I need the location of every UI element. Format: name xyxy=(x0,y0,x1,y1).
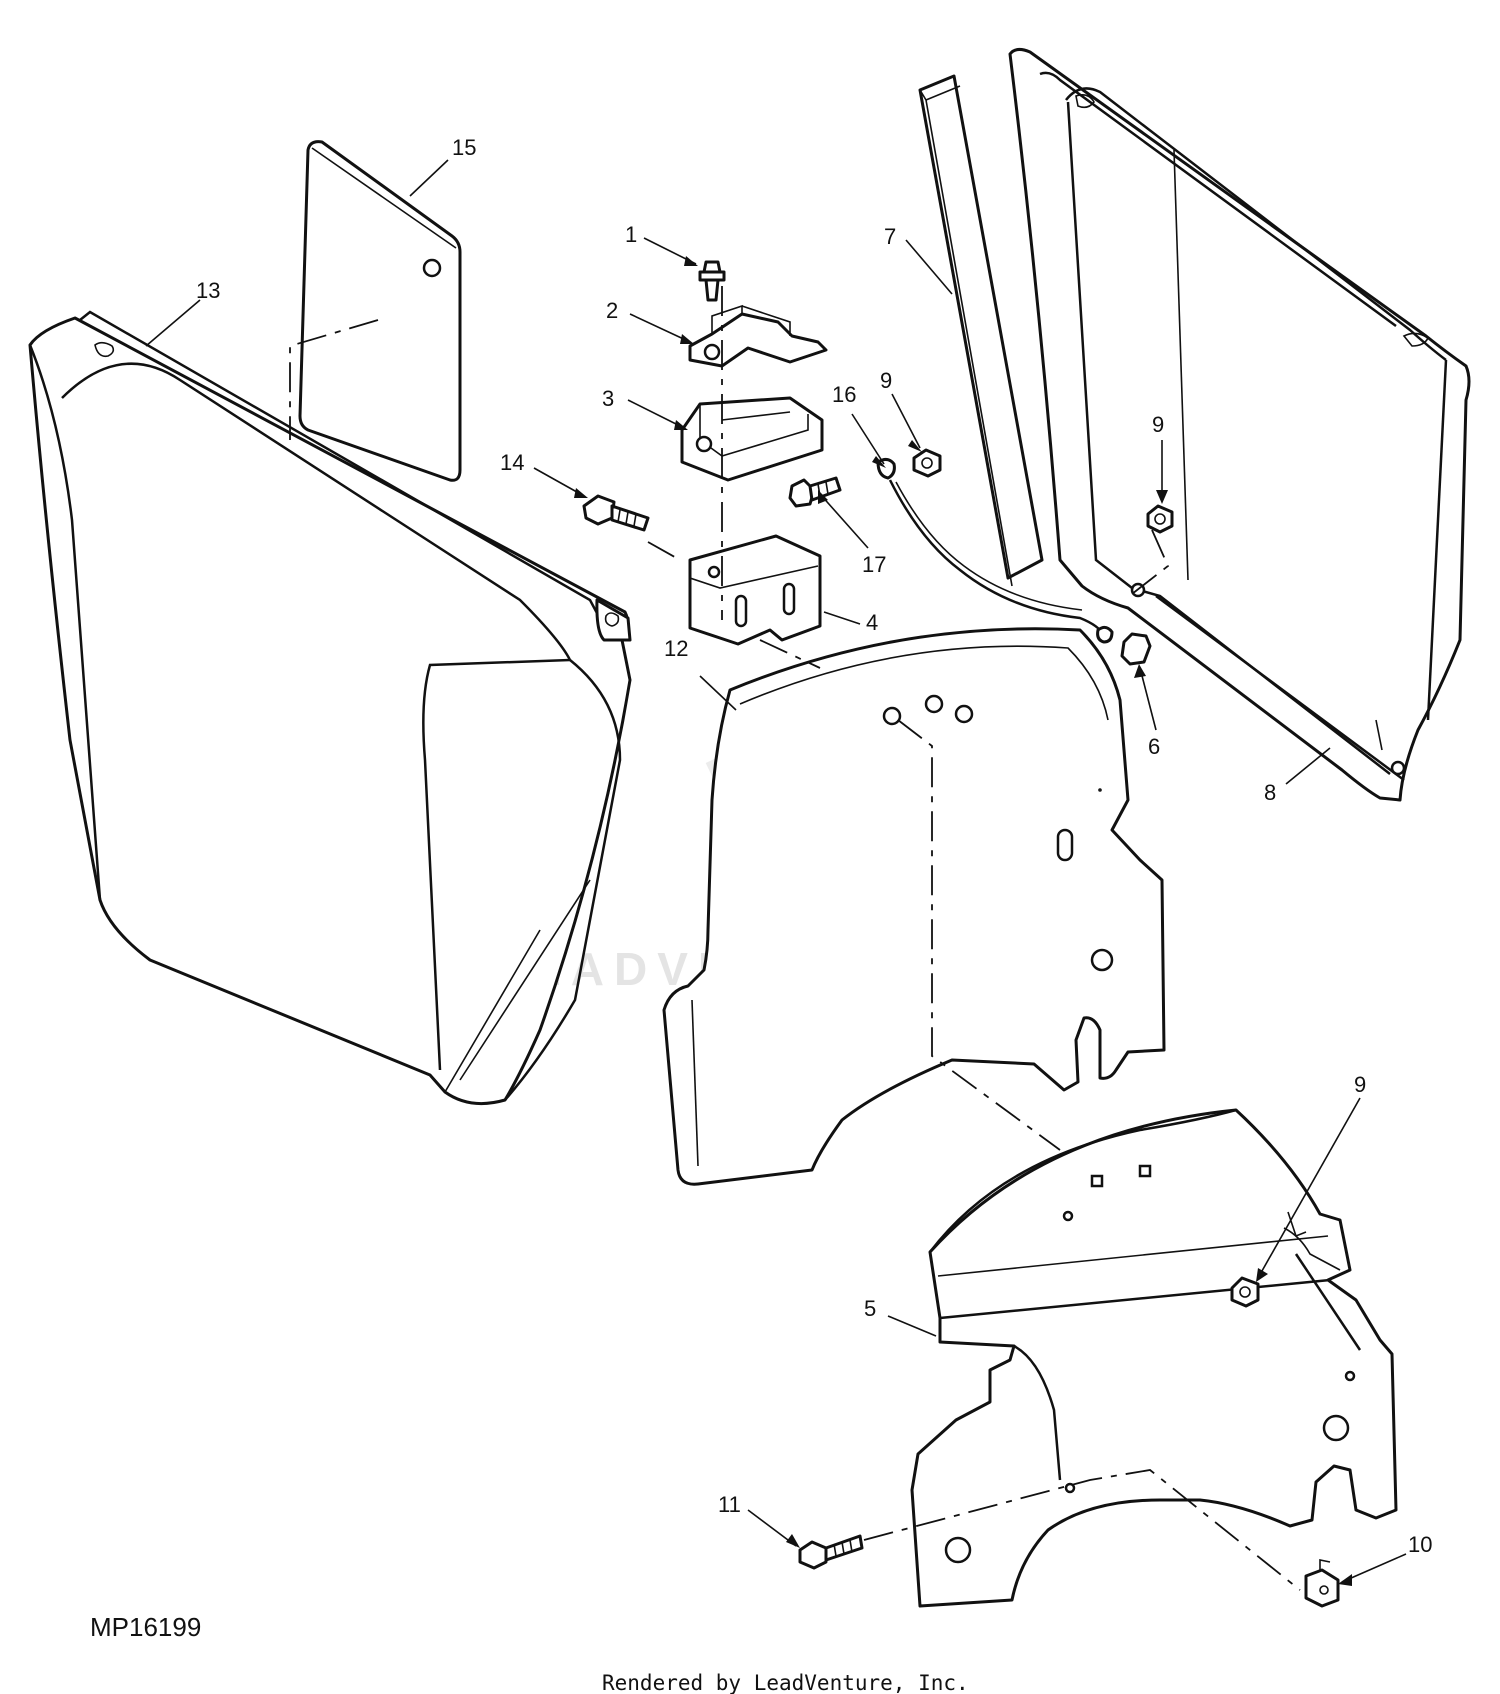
nut-part-9b xyxy=(1146,504,1174,534)
callout-1: 1 xyxy=(625,222,637,247)
clip-part-10 xyxy=(1304,1559,1340,1608)
side-shield-part-13 xyxy=(28,310,632,1106)
bolt-part-11 xyxy=(798,1534,864,1570)
render-credit: Rendered by LeadVenture, Inc. xyxy=(602,1671,969,1694)
callout-leaders xyxy=(145,159,1407,1586)
leader-4-12 xyxy=(759,639,821,669)
figure-id: MP16199 xyxy=(90,1612,201,1642)
callout-10: 10 xyxy=(1408,1532,1432,1557)
callout-5: 5 xyxy=(864,1296,876,1321)
callout-13: 13 xyxy=(196,278,220,303)
panel-part-15 xyxy=(298,140,462,482)
callout-16: 16 xyxy=(832,382,856,407)
leader-9-frame xyxy=(1131,529,1170,595)
frame-part-8 xyxy=(1008,47,1471,802)
channel-part-3 xyxy=(680,396,824,482)
callout-14: 14 xyxy=(500,450,524,475)
plate-part-12 xyxy=(662,627,1166,1186)
callout-9-frame: 9 xyxy=(1152,412,1164,437)
callout-11: 11 xyxy=(718,1492,741,1517)
bolt-part-17 xyxy=(788,476,842,508)
callout-2: 2 xyxy=(606,298,618,323)
leader-11-10 xyxy=(863,1469,1301,1591)
mount-part-4 xyxy=(688,534,822,646)
strip-part-7 xyxy=(918,74,1044,587)
callout-8: 8 xyxy=(1264,780,1276,805)
leader-12-5 xyxy=(897,719,1061,1151)
lower-assembly-part-5 xyxy=(910,1108,1398,1608)
bracket-part-2 xyxy=(688,304,828,368)
callout-4: 4 xyxy=(866,610,878,635)
screw-part-1 xyxy=(698,260,726,302)
callout-7: 7 xyxy=(884,224,896,249)
nut-part-9a xyxy=(912,448,942,478)
callout-6: 6 xyxy=(1148,734,1160,759)
callout-15: 15 xyxy=(452,135,476,160)
nut-part-9c xyxy=(1230,1276,1260,1308)
cable-part-16 xyxy=(876,457,1114,644)
callout-9-upper: 9 xyxy=(880,368,892,393)
bolt-part-14 xyxy=(582,494,650,532)
stud-part-6 xyxy=(1120,632,1152,666)
callout-numbers: 15 13 1 2 3 14 17 4 16 9 7 9 6 8 12 9 10… xyxy=(196,135,1432,1557)
callout-3: 3 xyxy=(602,386,614,411)
callout-12: 12 xyxy=(664,636,688,661)
leader-14-4 xyxy=(647,541,681,561)
callout-9-lower: 9 xyxy=(1354,1072,1366,1097)
callout-17: 17 xyxy=(862,552,886,577)
